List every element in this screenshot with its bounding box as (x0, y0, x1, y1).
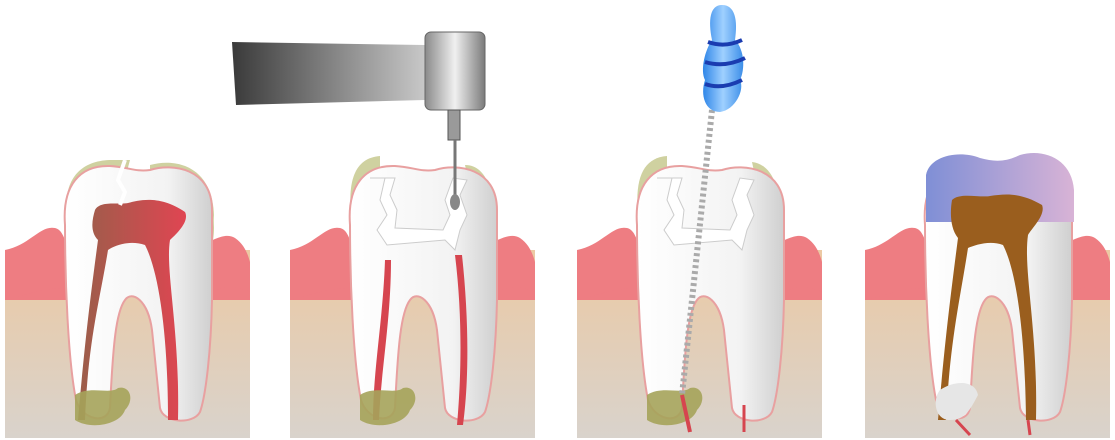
dental-drill-icon (232, 31, 486, 210)
root-canal-file-icon (679, 5, 746, 396)
panel-infected-tooth (5, 159, 250, 438)
panel-root-canal-file (577, 156, 822, 438)
panel-drilled-tooth (290, 156, 535, 438)
panel-crowned-tooth (865, 153, 1110, 438)
